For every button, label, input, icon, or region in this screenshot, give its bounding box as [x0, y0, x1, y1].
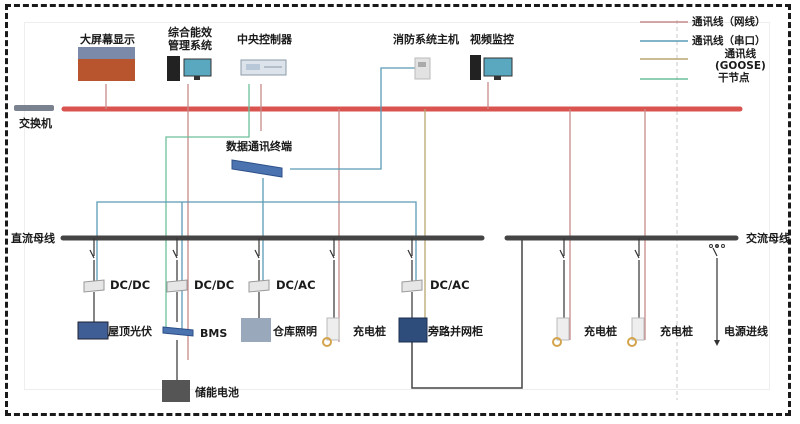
network-switch-icon — [14, 105, 54, 111]
label-pv: 屋顶光伏 — [108, 325, 152, 338]
label-big-screen: 大屏幕显示 — [80, 33, 135, 46]
legend-goose: 通讯线 (GOOSE) — [715, 48, 766, 72]
legend-network: 通讯线（网线） — [692, 16, 766, 28]
label-fire-host: 消防系统主机 — [393, 33, 459, 46]
label-power-in: 电源进线 — [724, 325, 768, 338]
arrow-down-icon — [714, 340, 720, 346]
label-energy-mgmt: 综合能效 管理系统 — [168, 26, 212, 52]
label-converter-1: DC/DC — [110, 278, 151, 292]
fuse-icon — [709, 244, 725, 248]
lighting-icon — [241, 318, 271, 342]
data-terminal-icon — [231, 159, 283, 178]
bms-icon — [162, 326, 194, 337]
central-controller-icon — [240, 59, 287, 76]
label-converter-3: DC/AC — [276, 278, 316, 292]
label-charger-3: 充电桩 — [660, 325, 693, 338]
converter-icons — [83, 279, 423, 293]
wire-dry-contact — [165, 84, 250, 330]
label-bypass: 旁路并网柜 — [428, 325, 483, 338]
label-battery: 储能电池 — [195, 386, 239, 399]
solar-panel-icon — [77, 321, 109, 340]
wire-bypass-ac — [411, 238, 523, 389]
label-lighting: 仓库照明 — [273, 325, 317, 338]
wire-fire-serial — [290, 67, 415, 170]
ems-computer-icon — [167, 56, 212, 81]
label-converter-4: DC/AC — [430, 278, 470, 292]
wire-serial-bus — [96, 201, 417, 282]
fire-host-icon — [414, 57, 431, 80]
label-charger-1: 充电桩 — [353, 325, 386, 338]
label-bms: BMS — [200, 327, 228, 340]
label-data-terminal: 数据通讯终端 — [226, 140, 292, 153]
charger-icons — [322, 317, 645, 347]
diagram-area — [24, 22, 770, 390]
video-computer-icon — [470, 55, 513, 80]
dc-breakers — [89, 238, 413, 385]
diagram-frame — [5, 4, 791, 416]
label-central-controller: 中央控制器 — [237, 33, 292, 46]
legend-dry-contact: 干节点 — [718, 72, 750, 84]
battery-icon — [162, 380, 190, 402]
label-switch: 交换机 — [19, 117, 52, 130]
label-charger-2: 充电桩 — [584, 325, 617, 338]
label-converter-2: DC/DC — [194, 278, 235, 292]
bypass-cabinet-icon — [398, 317, 428, 343]
legend-serial: 通讯线（串口） — [692, 35, 766, 47]
label-video: 视频监控 — [470, 33, 514, 46]
label-dc-bus: 直流母线 — [11, 232, 55, 245]
label-ac-bus: 交流母线 — [746, 232, 790, 245]
